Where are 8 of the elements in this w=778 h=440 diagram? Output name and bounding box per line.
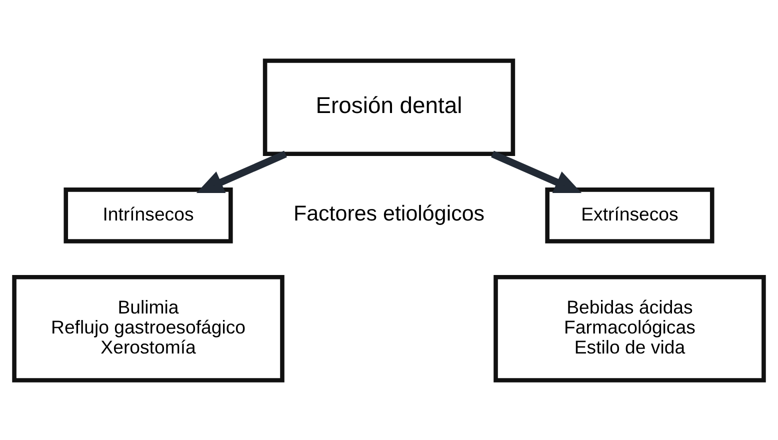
- arrow: [491, 150, 582, 192]
- label: Factores etiológicos: [293, 201, 485, 225]
- node-box: Bulimia Reflujo gastroesofágico Xerostomía: [12, 274, 284, 382]
- node-box: Extrínsecos: [545, 187, 714, 243]
- node-box: Intrínsecos: [64, 187, 233, 243]
- node-box: Erosión dental: [262, 58, 516, 156]
- arrow: [196, 150, 287, 192]
- node-box: Bebidas ácidas Farmacológicas Estilo de vida: [494, 274, 766, 382]
